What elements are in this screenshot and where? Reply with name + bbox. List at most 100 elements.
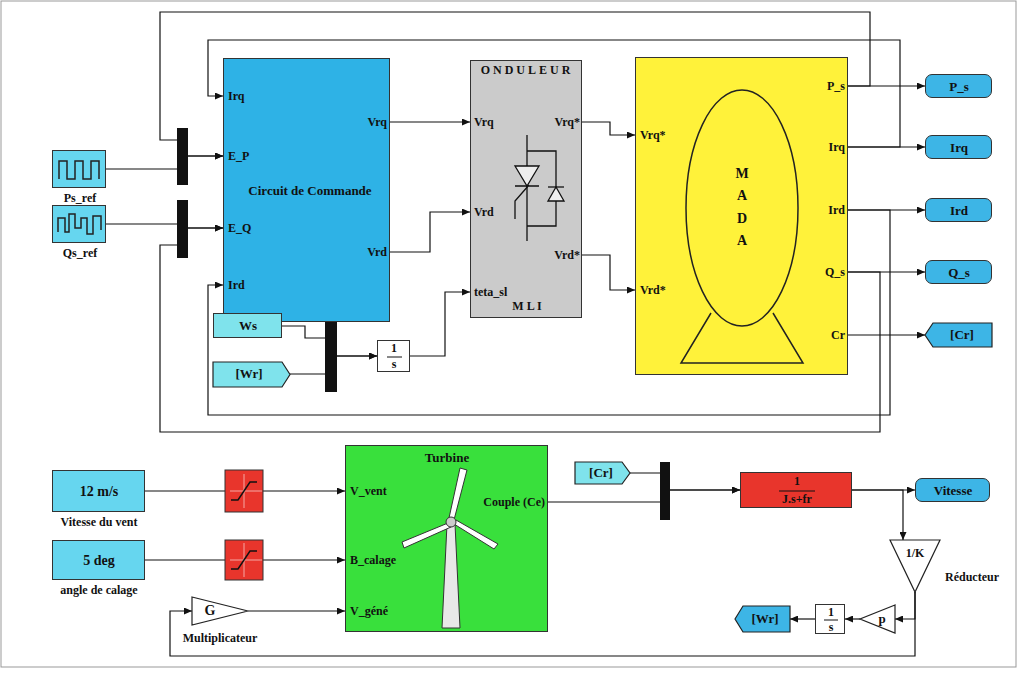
signal-wire <box>410 292 470 356</box>
signal-source: Ps_ref <box>52 150 106 188</box>
block-outline <box>192 597 248 625</box>
rate-limiter-block <box>225 540 263 580</box>
block-outline <box>860 605 895 633</box>
port-label: E_P <box>228 150 249 163</box>
port-label: Vrd* <box>554 249 580 262</box>
port-label: Vrq <box>367 116 387 129</box>
port-label: Réducteur <box>945 571 999 584</box>
block-icon <box>471 61 583 319</box>
mux-block <box>177 128 188 185</box>
output-port: Vitesse <box>915 478 990 502</box>
signal-wire <box>582 122 635 135</box>
block-icon <box>53 206 107 244</box>
from-tag: Ws <box>213 313 282 338</box>
port-label: angle de calage <box>60 584 137 597</box>
output-port: P_s <box>925 74 992 98</box>
signal-wire <box>630 473 740 490</box>
block-label: Q_s <box>948 266 970 280</box>
port-label: Q_s <box>825 266 845 279</box>
port-label: Vrd <box>474 206 494 219</box>
port-label: s <box>829 621 834 634</box>
signal-wire <box>390 121 470 122</box>
block-label: Circuit de Commande <box>248 184 371 198</box>
signal-wire <box>790 618 815 619</box>
port-label: Vrd* <box>640 284 666 297</box>
port-label: Irq <box>228 90 244 103</box>
signal-source: Qs_ref <box>52 205 106 243</box>
port-label: s <box>392 358 397 371</box>
port-label: Ird <box>828 204 845 217</box>
signal-wire <box>845 618 860 619</box>
port-label: Vrq* <box>554 116 580 129</box>
constant-block: 5 degangle de calage <box>52 540 145 580</box>
port-label: Multiplicateur <box>183 632 258 645</box>
port-label: E_Q <box>228 222 251 235</box>
port-label: Vrq* <box>640 129 666 142</box>
block-icon <box>53 151 107 189</box>
inverter-block: ONDULEURVrqVrdteta_slVrq*Vrd*M L I <box>470 60 582 318</box>
block-label: [Cr] <box>589 466 613 480</box>
block-label: p <box>878 612 885 626</box>
block-label: Ps_ref <box>64 192 96 205</box>
port-label: Couple (Ce) <box>483 496 545 509</box>
port-label: B_calage <box>350 554 396 567</box>
integrator-block: 1s <box>815 604 845 634</box>
port-label: Ird <box>228 279 245 292</box>
block-label: Vitesse <box>934 484 973 498</box>
mux-block <box>325 320 337 392</box>
signal-wire <box>895 592 915 619</box>
port-label: V_vent <box>350 485 387 498</box>
mux-block <box>660 462 670 520</box>
signal-wire <box>852 490 903 540</box>
block-label: M A D A <box>735 163 749 253</box>
port-label: Vrd <box>367 246 387 259</box>
signal-wire <box>106 156 223 169</box>
output-port: Q_s <box>925 260 992 284</box>
machine-block: M A D AVrq*Vrd*P_sIrqIrdQ_sCr <box>635 57 848 375</box>
rate-limiter-block <box>225 470 263 512</box>
block-label: [Wr] <box>751 612 778 626</box>
block-label: Turbine <box>425 451 469 465</box>
block-label: G <box>205 603 216 618</box>
block-label: 1 <box>794 475 800 488</box>
gain-block: 1/KRéducteur <box>890 540 940 592</box>
signal-wire <box>248 610 345 611</box>
goto-tag: [Wr] <box>735 606 790 632</box>
port-label: teta_sl <box>474 286 507 299</box>
block-label: [Cr] <box>950 328 974 342</box>
gain-block: GMultiplicateur <box>192 597 248 625</box>
port-label: V_géné <box>350 605 388 618</box>
integrator-block: 1s <box>377 340 410 372</box>
block-label: 1 <box>828 606 834 619</box>
port-label: Cr <box>831 329 845 342</box>
block-label: 5 deg <box>83 553 115 568</box>
control-block: Circuit de Commande IrqE_P E_Q Ird VrqVrd <box>223 58 390 322</box>
block-label: 1 <box>391 342 397 355</box>
goto-tag: [Cr] <box>925 323 992 347</box>
port-label: J.s+fr <box>782 493 812 506</box>
block-label: [Wr] <box>235 367 262 381</box>
block-label: 1/K <box>906 547 925 560</box>
block-label: Ird <box>950 204 968 218</box>
port-label: Vrq <box>474 116 494 129</box>
transfer-function-block: 1J.s+fr <box>740 472 852 508</box>
output-port: Ird <box>925 198 992 222</box>
gain-block: p <box>860 605 895 633</box>
turbine-block: TurbineV_ventB_calageV_géné Couple (Ce) <box>345 445 548 632</box>
block-label: Qs_ref <box>63 247 97 260</box>
mux-block <box>177 200 188 258</box>
port-label: Irq <box>829 141 845 154</box>
from-tag: [Wr] <box>213 362 290 387</box>
block-label: P_s <box>949 80 969 94</box>
signal-wire <box>848 334 925 335</box>
signal-wire <box>390 212 470 252</box>
output-port: Irq <box>925 135 992 159</box>
port-label: Vitesse du vent <box>61 516 138 529</box>
signal-wire <box>582 255 635 290</box>
block-label: 12 m/s <box>80 484 119 499</box>
from-tag: [Cr] <box>575 462 630 484</box>
constant-block: 12 m/sVitesse du vent <box>52 470 145 512</box>
